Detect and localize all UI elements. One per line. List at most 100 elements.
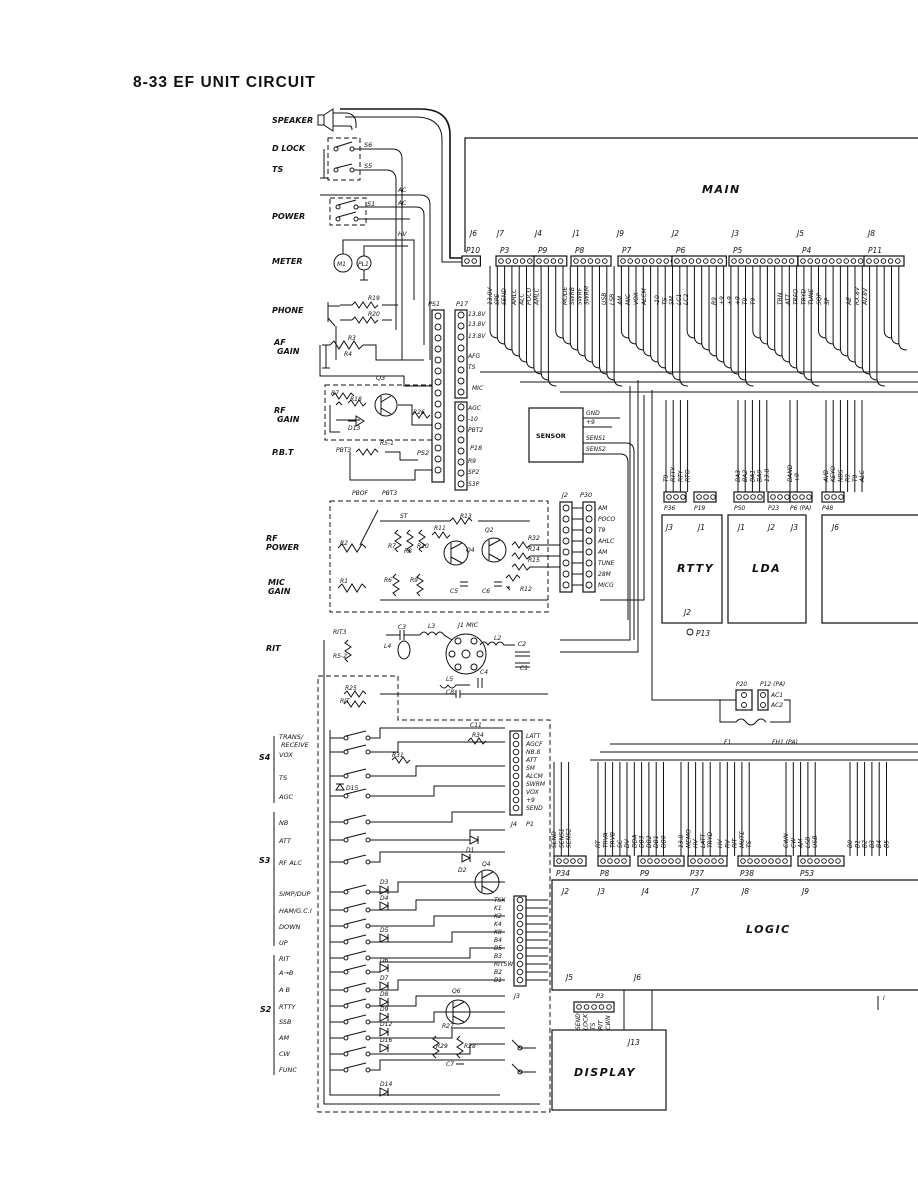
- p17-pin-5: MIC: [472, 385, 484, 392]
- p17-pin-4: TS: [468, 364, 476, 371]
- diode-icon: [379, 1087, 390, 1097]
- logic-jack-j3: J3: [596, 887, 605, 896]
- j4-label: J4: [509, 820, 517, 828]
- svg-text:AC: AC: [397, 200, 407, 207]
- j3-pin-2: K2: [494, 913, 502, 920]
- main-plug-p8: P8: [575, 246, 585, 255]
- logic-plug-p53: P53: [800, 869, 814, 878]
- p1-pin-8: +9: [526, 797, 535, 804]
- s2-item-atob: A→B: [278, 969, 294, 977]
- transistor-q6-icon: [445, 999, 471, 1025]
- cap-c7-label: C7: [446, 1061, 454, 1068]
- pot-pbt3b-label: PBT3: [382, 490, 397, 497]
- ps1-label: PS1: [428, 300, 440, 308]
- pot-r1-label: R1: [340, 578, 348, 585]
- s4-item-ts: TS: [279, 774, 287, 782]
- s3-item-up: UP: [279, 939, 288, 947]
- s3-item-simpdup: SIMP/DUP: [279, 890, 311, 898]
- s3-item-down: DOWN: [279, 923, 301, 931]
- p30-connector: [582, 501, 596, 593]
- p1-pin-1: AGCF: [525, 741, 543, 748]
- res-r20-label: R20: [368, 311, 380, 318]
- p5-signal-5: T9: [750, 297, 757, 305]
- res-r34-label: R34: [472, 732, 484, 739]
- diode-icon: [379, 901, 390, 911]
- diode-icon: [461, 853, 472, 863]
- main-plug-p6: P6: [676, 246, 686, 255]
- s2-item-rtty: RTTY: [279, 1003, 296, 1011]
- p17-pin-0: 13.8V: [468, 311, 486, 318]
- logic-plug-p8: P8: [600, 869, 610, 878]
- p18-pin-2: PBT2: [468, 427, 483, 434]
- j3-pin-1: K1: [494, 905, 502, 912]
- res-r5-1-label: R5-1: [380, 440, 394, 447]
- block-lda: [727, 514, 807, 624]
- lamp-pl1-label: PL1: [358, 261, 369, 268]
- cap-c2-label: C2: [518, 641, 526, 648]
- p1-pin-3: ATT: [525, 757, 538, 764]
- ind-l3-label: L3: [428, 623, 435, 630]
- main-plug-p10: P10: [466, 246, 480, 255]
- ind-l5-label: L5: [446, 676, 453, 683]
- cap-c4-label: C4: [480, 669, 488, 676]
- s3-item-att: ATT: [278, 837, 292, 845]
- ps2-label: PS2: [417, 449, 429, 457]
- diode-label: D14: [380, 1081, 392, 1088]
- p9-signal-0: AHLC: [511, 288, 518, 306]
- main-plug-p3: P3: [500, 246, 510, 255]
- j3-pin-0: TSK: [494, 897, 506, 904]
- p12-pin-ac1: AC1: [770, 692, 783, 699]
- main-plug-p7: P7: [622, 246, 632, 255]
- label-meter: METER: [272, 257, 303, 266]
- logic-jack-j2: J2: [560, 887, 569, 896]
- p1-pin-6: SWRM: [526, 781, 546, 788]
- p9-signal-2: POCO: [526, 287, 533, 305]
- cap-c11-label: C11: [470, 722, 482, 729]
- p11-signal-2: AV.8V: [862, 287, 869, 306]
- speaker-icon: [317, 108, 334, 132]
- main-jack-j1: J1: [571, 229, 580, 238]
- diode-label: D4: [380, 895, 389, 902]
- logic-jack-j8: J8: [740, 887, 749, 896]
- mid-plug-2: P50: [734, 505, 745, 512]
- p30-pin-5: TUNE: [598, 560, 615, 567]
- label-pbt: P.B.T: [272, 448, 294, 457]
- pot-rit-label: RIT: [340, 698, 351, 705]
- s2-item-ab: A B: [278, 986, 291, 994]
- res-r5-2-label: R5-2: [333, 653, 347, 660]
- display-sig-2: TS: [590, 1022, 597, 1030]
- transistor-q1-icon: [443, 540, 469, 566]
- p11-signal-1: RX.8V: [854, 286, 861, 305]
- label-s2: S2: [260, 1005, 272, 1014]
- transistor-q4-label: Q4: [482, 861, 491, 868]
- label-af-gain: AF: [273, 338, 286, 347]
- p18-connector: [454, 401, 468, 491]
- s2-item-am: AM: [278, 1034, 289, 1042]
- p8-signal-2: SWRF: [576, 287, 583, 305]
- switch-s1-label: S1: [367, 200, 375, 208]
- res-r14-label: R14: [528, 546, 540, 553]
- cap-c5-label: C5: [450, 588, 458, 595]
- p20-label: P20: [736, 681, 747, 688]
- label-speaker: SPEAKER: [272, 116, 313, 125]
- main-plug-p4: P4: [802, 246, 812, 255]
- p7-signal-0: USB: [601, 293, 608, 305]
- p12-label: P12 (PA): [760, 681, 785, 688]
- label-phone: PHONE: [272, 306, 304, 315]
- lda-jack-j1: J1: [736, 523, 745, 532]
- j3-pin-6: B5: [494, 945, 502, 952]
- diode-label: D7: [380, 975, 389, 982]
- diode-d2-label: D2: [458, 867, 467, 874]
- p5-signal-2: +9: [727, 296, 734, 305]
- rtty-jack-j1: J1: [696, 523, 705, 532]
- sensor-pin-9: +9: [586, 419, 595, 426]
- main-jack-j3: J3: [730, 229, 739, 238]
- fuse-f1-label: F1: [724, 739, 731, 746]
- p30-pin-3: AHLC: [597, 538, 615, 545]
- sensor-pin-sens1: SENS1: [586, 435, 606, 442]
- logic-jack-j5: J5: [564, 973, 573, 982]
- pot-r3-label: R3: [348, 335, 356, 342]
- p30-pin-0: AM: [597, 505, 608, 512]
- res-r19-label: R19: [368, 295, 380, 302]
- p4-signal-0: TRN: [777, 292, 784, 305]
